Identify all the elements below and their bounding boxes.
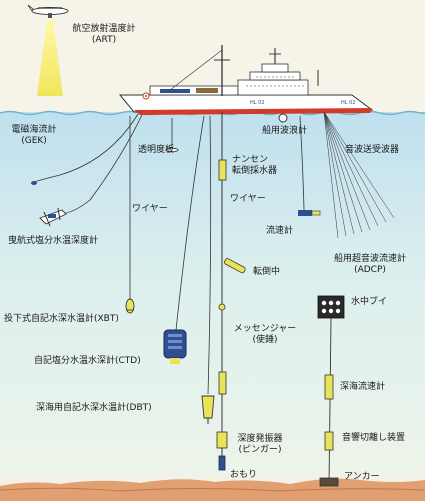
dbt-icon — [201, 395, 215, 424]
label-gek: 電磁海流計 (GEK) — [4, 125, 64, 147]
adcp-beam — [323, 111, 395, 239]
label-messenger-2: (使錘) — [252, 335, 278, 345]
radiation-beam — [37, 20, 63, 96]
wave-meter-icon — [278, 113, 288, 123]
label-nansen-2: 転倒採水器 — [232, 166, 278, 176]
label-echo-sounder: 音波送受波器 — [345, 145, 400, 155]
towed-ctd-icon — [39, 207, 67, 227]
mooring-line — [328, 317, 332, 487]
ship-mark-bow: HL 02 — [341, 100, 356, 106]
seabed — [0, 478, 425, 501]
label-transparency: 透明度板 — [138, 145, 175, 155]
pinger-icon — [216, 431, 228, 449]
label-anchor: アンカー — [344, 472, 380, 482]
label-adcp-abbr: (ADCP) — [354, 265, 386, 275]
sea — [0, 112, 425, 477]
ship-mark-stern: HL 02 — [250, 100, 265, 106]
label-nansen: ナンセン 転倒採水器 — [232, 155, 277, 177]
label-acoustic-release: 音響切離し装置 — [342, 433, 406, 443]
label-dbt: 深海用自記水深水温計(DBT) — [36, 403, 152, 413]
ctd-icon — [163, 329, 187, 364]
deep-current-meter-icon — [324, 374, 334, 400]
label-adcp: 船用超音波流速計 (ADCP) — [320, 254, 420, 276]
label-messenger-1: メッセンジャー — [233, 324, 297, 334]
label-current-meter: 流速計 — [266, 226, 294, 236]
gek-cable — [33, 113, 139, 183]
current-meter-icon — [298, 210, 321, 216]
label-gek-abbr: (GEK) — [21, 136, 47, 146]
label-xbt: 投下式自記水深水温計(XBT) — [4, 314, 119, 324]
gek-electrode — [31, 181, 37, 185]
nansen-bottle-lower — [218, 371, 227, 395]
seabed-texture — [0, 487, 425, 492]
research-ship — [118, 45, 374, 115]
label-wire-right: ワイヤー — [230, 194, 266, 204]
label-messenger: メッセンジャー (使錘) — [228, 324, 302, 346]
nansen-bottle-reversing — [224, 258, 246, 274]
transparency-disk — [165, 147, 179, 153]
label-art: 航空放射温度計 (ART) — [66, 24, 142, 46]
label-pinger: 深度発振器 (ピンガー) — [230, 434, 290, 456]
label-nansen-1: ナンセン — [232, 155, 269, 165]
airplane-icon — [27, 4, 69, 18]
nansen-bottle-top — [218, 159, 227, 181]
label-deep-current-meter: 深海流速計 — [340, 382, 386, 392]
label-art-abbr: (ART) — [91, 35, 117, 45]
label-pinger-1: 深度発振器 — [237, 434, 283, 444]
label-pinger-2: (ピンガー) — [238, 445, 282, 455]
dbt-wire — [207, 115, 212, 395]
label-towed-ctd: 曳航式塩分水温深度計 — [8, 236, 99, 246]
label-art-name: 航空放射温度計 — [72, 24, 136, 34]
weight-icon — [218, 455, 226, 471]
label-adcp-name: 船用超音波流速計 — [333, 254, 406, 264]
messenger-icon — [218, 303, 226, 311]
xbt-probe-icon — [125, 298, 135, 314]
label-ctd: 自記塩分水温水深計(CTD) — [34, 356, 141, 366]
ctd-wire — [175, 115, 205, 331]
anchor-icon — [319, 477, 339, 487]
label-gek-name: 電磁海流計 — [11, 125, 57, 135]
acoustic-release-icon — [324, 431, 334, 451]
subsurface-buoy-icon — [317, 295, 345, 319]
label-weight: おもり — [230, 470, 258, 480]
label-wave-meter: 船用波浪計 — [262, 126, 308, 136]
current-meter-wire — [299, 115, 305, 211]
label-wire-left: ワイヤー — [132, 204, 168, 214]
label-subsurface-buoy: 水中ブイ — [351, 297, 388, 307]
label-reversing: 転倒中 — [253, 267, 281, 277]
